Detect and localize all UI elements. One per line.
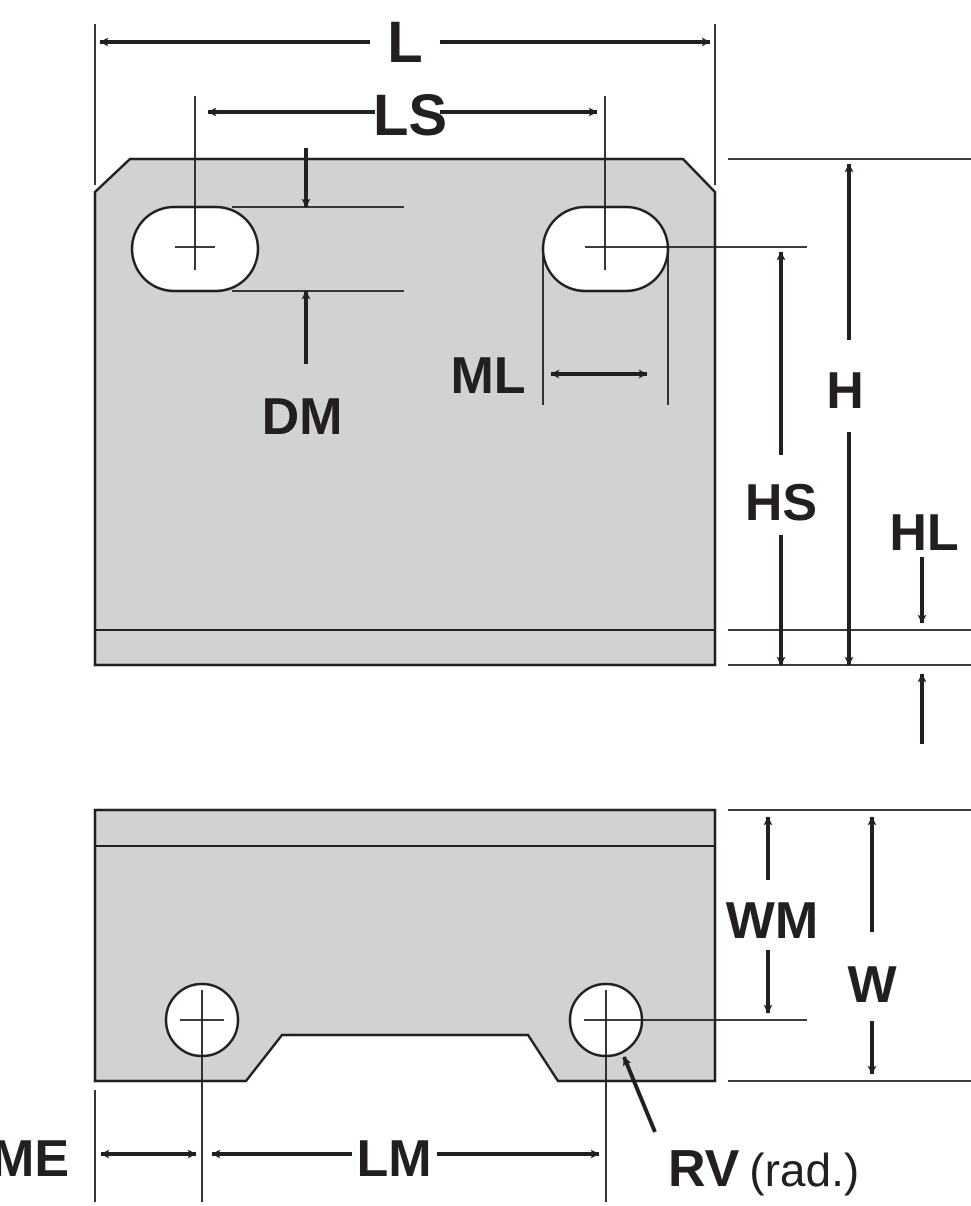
dimension-ls: LS [207,83,598,148]
left-slot-center-mark [175,96,215,270]
label-me: ME [0,1130,69,1188]
dimension-hl: HL [889,504,959,744]
bottom-plate-body [93,808,717,1083]
right-hole-center-mark [584,990,807,1202]
dimension-h: H [826,163,864,666]
label-lm: LM [356,1130,431,1188]
dimension-lm: LM [211,1130,600,1188]
callout-rv-arrow [622,1056,657,1133]
dimension-me: ME [0,1130,197,1188]
label-rv-group: RV (rad.) [668,1140,859,1198]
label-w: W [847,956,897,1014]
label-ls: LS [373,83,447,148]
label-wm: WM [726,892,818,950]
label-hl: HL [889,504,958,562]
label-rv-suffix: (rad.) [749,1144,859,1196]
label-h: H [826,362,864,420]
left-hole-center-mark [180,990,224,1202]
label-rv: RV [668,1140,740,1198]
top-view: L LS DM ML HS H [93,10,971,744]
top-plate-body [93,157,717,667]
right-slot-center-mark [585,96,807,270]
dimension-hs: HS [745,251,817,666]
label-l: L [387,10,422,75]
label-dm: DM [262,388,343,446]
label-ml: ML [450,347,525,405]
bottom-view: WM W ME LM RV (rad.) [0,808,971,1202]
dimension-dm: DM [262,148,343,446]
label-hs: HS [745,474,817,532]
dimension-wm: WM [726,816,818,1014]
dimension-l: L [99,10,711,75]
dimension-w: W [847,816,897,1075]
dimension-ml: ML [450,347,648,405]
callout-rv: RV (rad.) [622,1056,859,1198]
